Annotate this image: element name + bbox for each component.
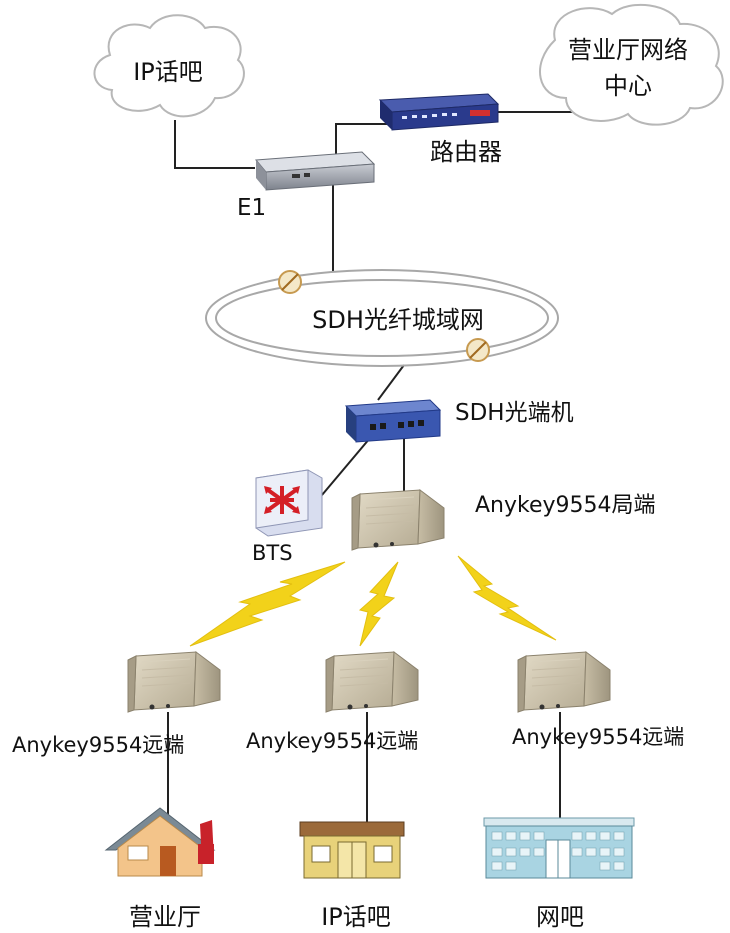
cloud-ip-bar-label: IP话吧: [133, 58, 203, 86]
e1-label: E1: [237, 195, 266, 221]
remote-end-antenna-icon-3: [517, 651, 611, 713]
bts-icon: [255, 469, 323, 537]
cloud-center-line2: 中心: [604, 72, 652, 100]
building-icon: [483, 817, 635, 879]
router-icon: [378, 93, 500, 131]
local-end-antenna-icon: [351, 489, 445, 551]
remote-end-label-3: Anykey9554远端: [512, 725, 684, 749]
cloud-center-line1: 营业厅网络: [568, 36, 688, 64]
bts-label: BTS: [252, 541, 293, 565]
lightning-icon: [358, 561, 399, 647]
local-end-label: Anykey9554局端: [475, 493, 656, 518]
cloud-ip-bar: IP话吧: [93, 14, 245, 118]
remote-end-label-1: Anykey9554远端: [12, 733, 184, 757]
site-ip-bar-label: IP话吧: [321, 903, 391, 931]
e1-device-icon: [254, 151, 376, 191]
site-netbar-label: 网吧: [536, 903, 584, 931]
sdh-terminal-label: SDH光端机: [455, 400, 574, 426]
lightning-icon: [457, 555, 557, 641]
remote-end-antenna-icon-1: [127, 651, 221, 713]
sdh-ring-label: SDH光纤城域网: [312, 306, 484, 334]
wireless-links: [189, 555, 557, 647]
remote-end-antenna-icon-2: [325, 651, 419, 713]
house-icon: [104, 807, 216, 877]
cloud-business-center: 营业厅网络 中心: [539, 3, 724, 126]
sdh-terminal-icon: [344, 399, 442, 443]
lightning-icon: [189, 561, 346, 647]
shop-icon: [299, 821, 405, 879]
line-terminal-bts: [321, 437, 371, 496]
line-e1-router: [335, 123, 395, 158]
line-ipbar-e1: [174, 120, 255, 169]
line-sdh-terminal: [377, 364, 405, 401]
fiber-connector-icon: [466, 338, 490, 362]
fiber-connector-icon: [278, 270, 302, 294]
router-label: 路由器: [430, 138, 502, 166]
site-hall-label: 营业厅: [129, 903, 201, 931]
remote-end-label-2: Anykey9554远端: [246, 729, 418, 753]
sdh-ring: [205, 269, 559, 367]
connection-lines: [167, 98, 581, 822]
